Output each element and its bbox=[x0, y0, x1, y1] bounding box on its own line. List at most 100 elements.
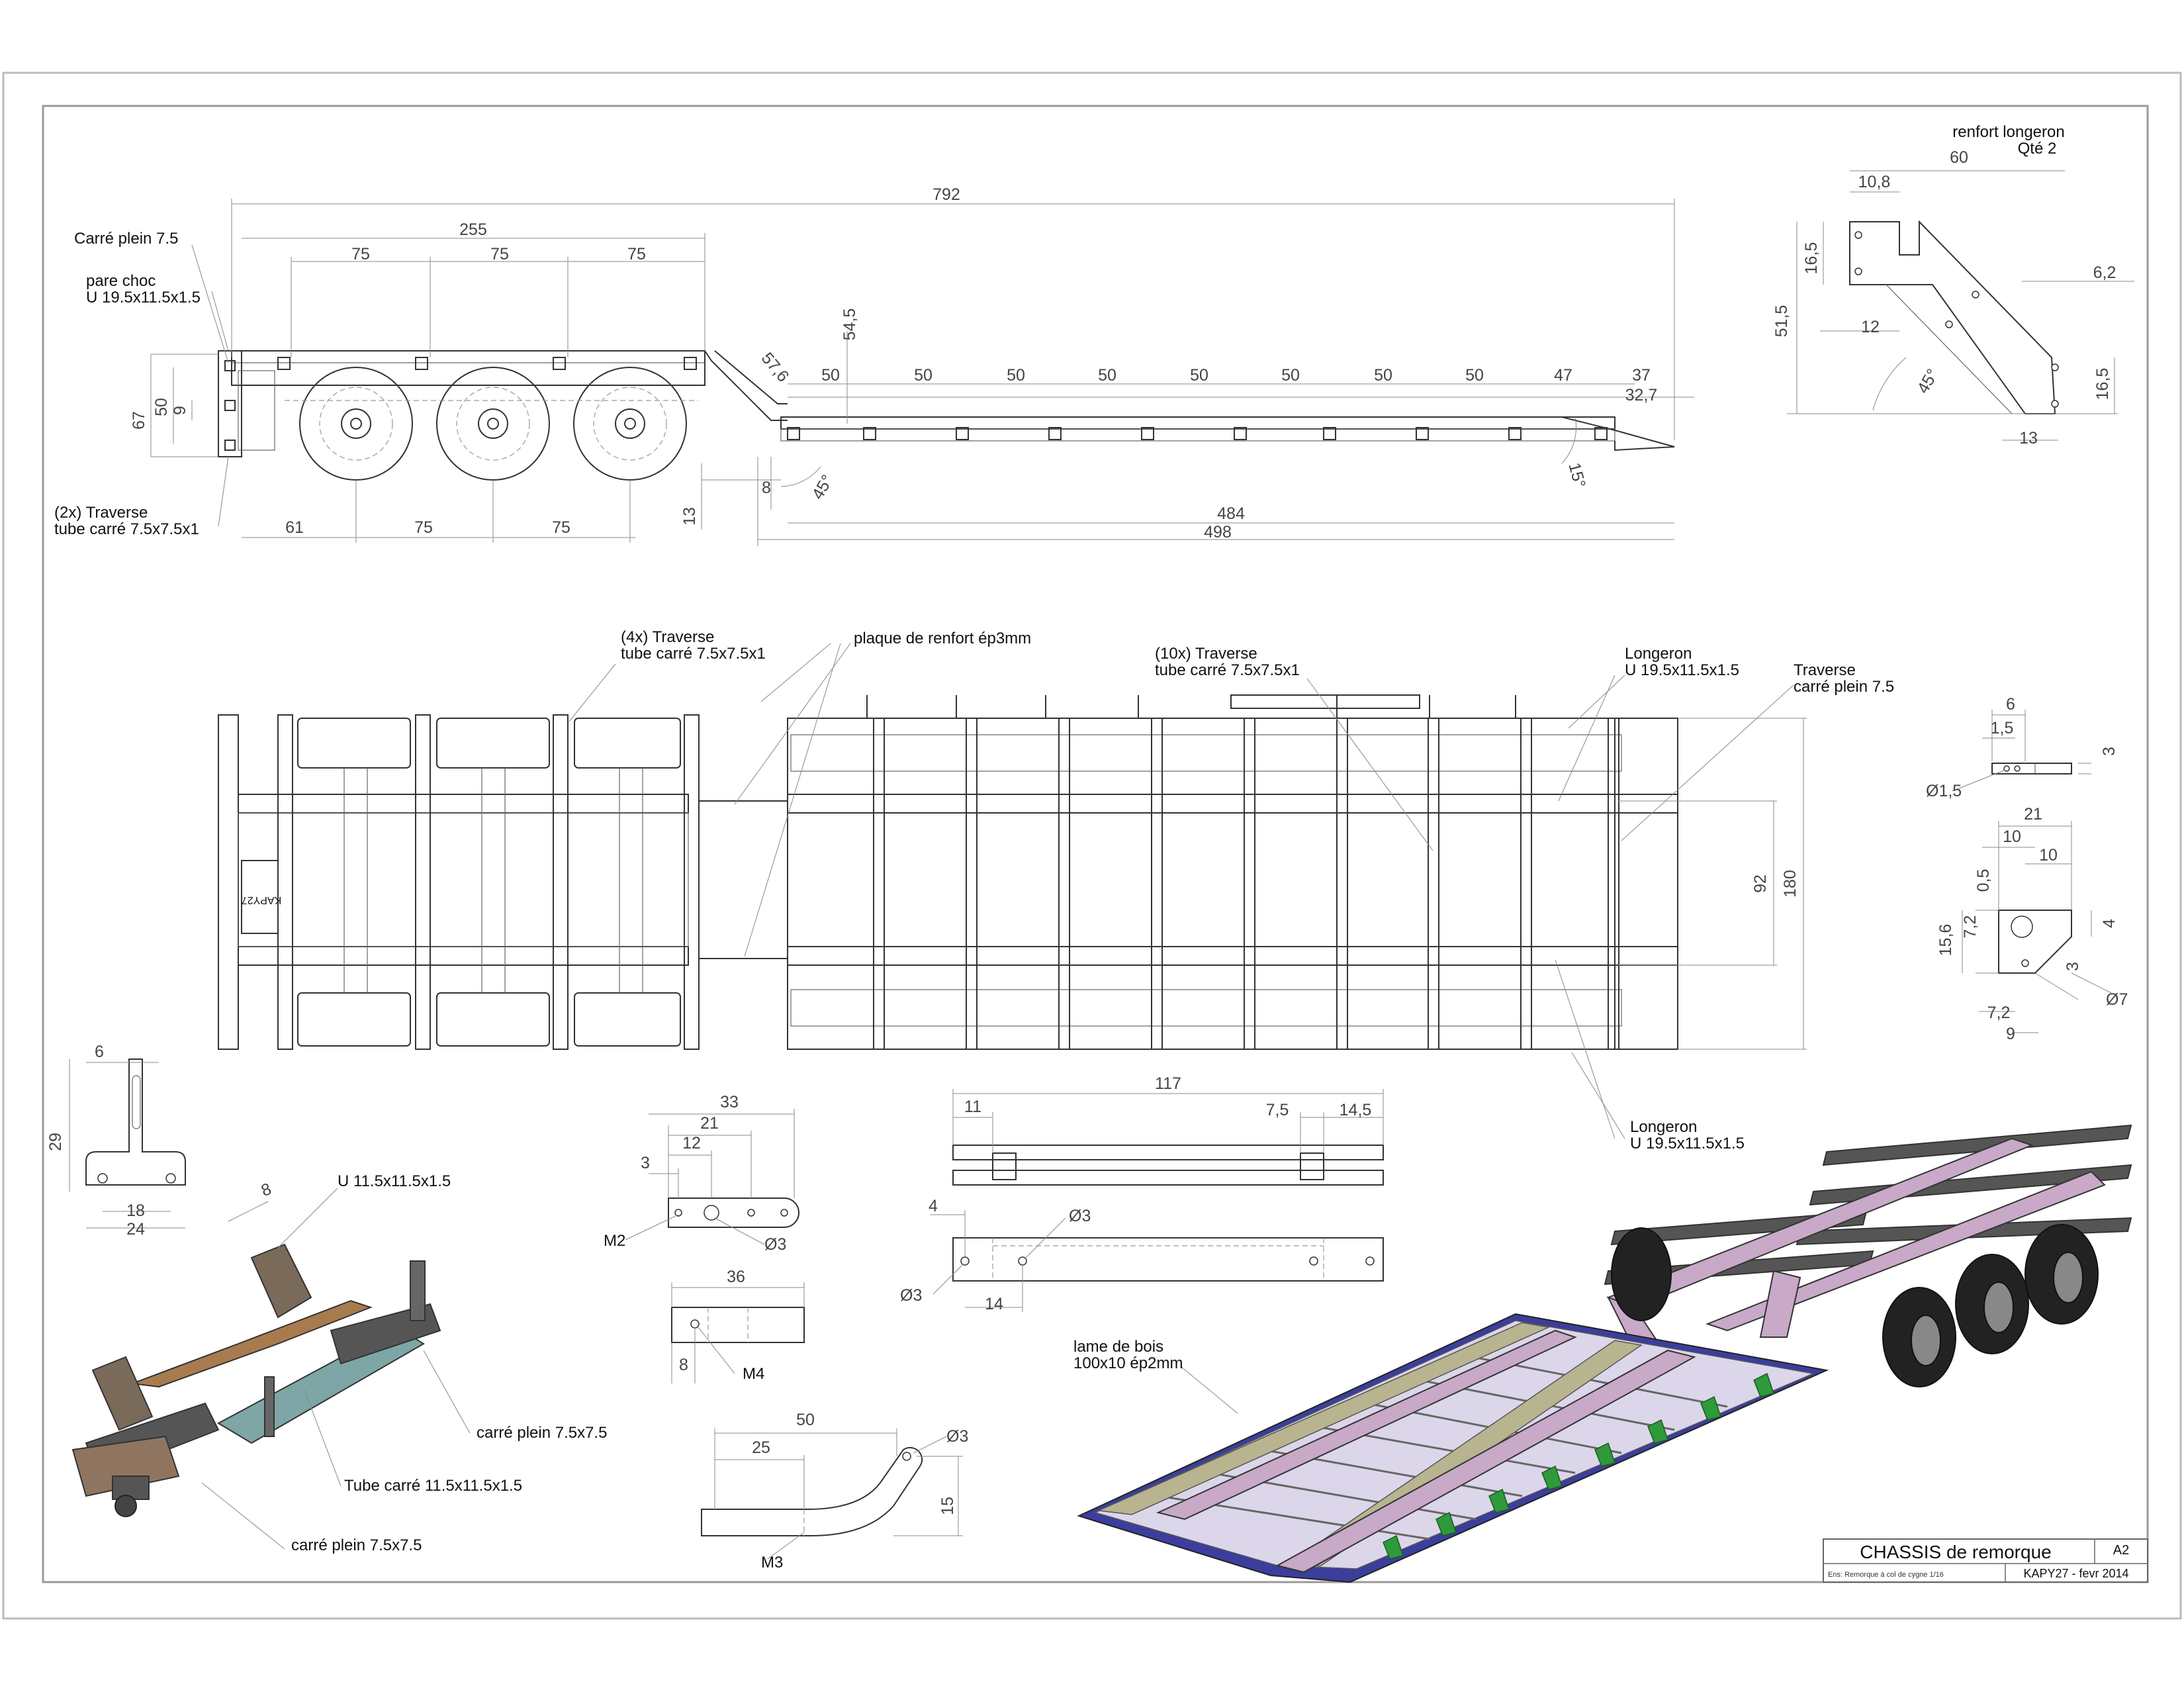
top-view: KAPY27 bbox=[218, 628, 1894, 1152]
dim-67: 67 bbox=[130, 411, 148, 430]
dim-s4: 50 bbox=[1098, 366, 1116, 385]
part-m2: 33 21 12 3 M2 Ø3 bbox=[604, 1093, 799, 1254]
dim-pitch-2: 75 bbox=[490, 245, 509, 263]
dim-s6: 50 bbox=[1281, 366, 1300, 385]
dim-484: 484 bbox=[1217, 504, 1245, 523]
bar-dim-14: 14 bbox=[985, 1295, 1003, 1313]
dim-s9: 47 bbox=[1554, 366, 1572, 385]
title-block: CHASSIS de remorque A2 Ens: Remorque à c… bbox=[1823, 1538, 2148, 1583]
dim-s5: 50 bbox=[1190, 366, 1208, 385]
dim-pitch-1: 75 bbox=[351, 245, 370, 263]
wheel-2 bbox=[436, 367, 550, 481]
m4-label: M4 bbox=[743, 1365, 764, 1383]
dim-75-b: 75 bbox=[552, 518, 570, 537]
label-lame-2: 100x10 ép2mm bbox=[1073, 1354, 1183, 1372]
m2-dim-12: 12 bbox=[682, 1134, 701, 1152]
label-carre-plein-1: carré plein 7.5x7.5 bbox=[477, 1424, 607, 1442]
dim-s11: 32,7 bbox=[1625, 386, 1658, 404]
label-u-profile: U 11.5x11.5x1.5 bbox=[338, 1172, 451, 1190]
renfort-dim-angle-45: 45° bbox=[1913, 366, 1942, 397]
renfort-dim-51-5: 51,5 bbox=[1772, 305, 1791, 338]
label-traverse-1: (2x) Traverse bbox=[54, 504, 148, 522]
part-m3: 50 25 Ø3 15 M3 bbox=[701, 1411, 968, 1571]
wheel-3 bbox=[573, 367, 687, 481]
renfort-dim-6-2: 6,2 bbox=[2093, 263, 2116, 282]
dim-s1: 50 bbox=[821, 366, 840, 385]
bar-dim-14-5: 14,5 bbox=[1340, 1101, 1372, 1119]
t-plate-dim-24: 24 bbox=[126, 1220, 145, 1239]
label-longeron-2a: Longeron bbox=[1630, 1118, 1697, 1136]
bracket-dim-0-5: 0,5 bbox=[1974, 869, 1993, 892]
m2-label: M2 bbox=[604, 1232, 625, 1250]
bracket-view: 21 10 10 0,5 7,2 15,6 4 3 Ø7 7,2 9 bbox=[1936, 805, 2128, 1043]
dim-angle-15: 15° bbox=[1565, 461, 1589, 490]
outer-frame bbox=[2, 71, 2182, 1620]
m2-dim-3: 3 bbox=[641, 1154, 650, 1172]
renfort-dim-16-5-a: 16,5 bbox=[1802, 242, 1821, 275]
dim-s8: 50 bbox=[1465, 366, 1484, 385]
bracket-dim-9: 9 bbox=[2006, 1025, 2015, 1043]
title-block-title: CHASSIS de remorque bbox=[1860, 1542, 2051, 1562]
t-plate-view: 6 29 18 24 bbox=[46, 1043, 186, 1239]
label-carre-plein-2: carré plein 7.5x7.5 bbox=[291, 1536, 422, 1554]
bracket-dim-7-2-b: 7,2 bbox=[1987, 1004, 2011, 1022]
renfort-dim-12: 12 bbox=[1861, 318, 1880, 336]
dim-s2: 50 bbox=[914, 366, 933, 385]
trailer-iso-3d: lame de bois 100x10 ép2mm bbox=[1073, 1124, 2132, 1583]
renfort-dim-10-8: 10,8 bbox=[1858, 173, 1891, 191]
dim-61: 61 bbox=[285, 518, 304, 537]
dim-180: 180 bbox=[1781, 870, 1799, 898]
label-traverse-plein-1: Traverse bbox=[1794, 661, 1856, 679]
bracket-dim-4: 4 bbox=[2100, 919, 2118, 928]
label-carre-plein: Carré plein 7.5 bbox=[74, 230, 178, 248]
inner-frame bbox=[42, 105, 2149, 1583]
dim-498: 498 bbox=[1204, 523, 1232, 541]
bracket-dim-phi-7: Ø7 bbox=[2106, 990, 2128, 1009]
small-dim-1-5: 1,5 bbox=[1991, 719, 2014, 737]
dim-75-a: 75 bbox=[414, 518, 433, 537]
renfort-title-1: renfort longeron bbox=[1952, 123, 2064, 141]
label-pare-choc-2: U 19.5x11.5x1.5 bbox=[86, 289, 201, 306]
dim-8: 8 bbox=[762, 479, 771, 497]
small-part-view: 6 1,5 3 Ø1,5 bbox=[1926, 695, 2118, 800]
renfort-title-2: Qté 2 bbox=[2018, 140, 2057, 158]
label-lame-1: lame de bois bbox=[1073, 1338, 1163, 1356]
assembly-dim-8: 8 bbox=[259, 1180, 274, 1200]
dim-13: 13 bbox=[680, 507, 699, 526]
dim-792: 792 bbox=[933, 185, 960, 204]
dim-s7: 50 bbox=[1374, 366, 1392, 385]
renfort-dim-13: 13 bbox=[2019, 429, 2038, 447]
label-tube-carre: Tube carré 11.5x11.5x1.5 bbox=[344, 1477, 522, 1495]
label-longeron-1a: Longeron bbox=[1625, 645, 1692, 663]
dim-s10: 37 bbox=[1632, 366, 1651, 385]
label-traverse-2: tube carré 7.5x7.5x1 bbox=[54, 520, 199, 538]
dim-54-5: 54,5 bbox=[841, 308, 859, 341]
bar-dim-7-5: 7,5 bbox=[1266, 1101, 1289, 1119]
dim-50: 50 bbox=[152, 398, 171, 416]
label-trav4-1: (4x) Traverse bbox=[621, 628, 714, 646]
m3-dim-phi-3: Ø3 bbox=[946, 1427, 968, 1446]
dim-pitch-3: 75 bbox=[627, 245, 646, 263]
label-pare-choc-1: pare choc bbox=[86, 272, 156, 290]
m3-dim-50: 50 bbox=[796, 1411, 815, 1429]
bar-dim-phi-3-b: Ø3 bbox=[900, 1286, 922, 1305]
label-trav10-2: tube carré 7.5x7.5x1 bbox=[1155, 661, 1300, 679]
dim-9: 9 bbox=[171, 406, 189, 415]
m2-dim-33: 33 bbox=[720, 1093, 739, 1111]
bar-dim-117: 117 bbox=[1155, 1074, 1181, 1093]
bracket-dim-15-6: 15,6 bbox=[1936, 924, 1955, 957]
dim-255: 255 bbox=[459, 220, 487, 239]
m2-dim-21: 21 bbox=[700, 1114, 719, 1133]
t-plate-dim-18: 18 bbox=[126, 1201, 145, 1220]
bracket-dim-10-b: 10 bbox=[2039, 846, 2058, 865]
title-block-sheet: A2 bbox=[2113, 1543, 2129, 1558]
side-view: 792 255 75 75 75 67 50 9 61 75 75 54,5 5… bbox=[54, 185, 1694, 546]
label-traverse-plein-2: carré plein 7.5 bbox=[1794, 678, 1894, 696]
small-dim-phi-1-5: Ø1,5 bbox=[1926, 782, 1962, 800]
renfort-dim-16-5-b: 16,5 bbox=[2093, 368, 2112, 400]
label-plaque: plaque de renfort ép3mm bbox=[854, 630, 1031, 647]
title-block-assembly: Ens: Remorque à col de cygne 1/16 bbox=[1828, 1571, 1944, 1579]
t-plate-dim-6: 6 bbox=[95, 1043, 104, 1061]
m3-label: M3 bbox=[761, 1554, 783, 1571]
